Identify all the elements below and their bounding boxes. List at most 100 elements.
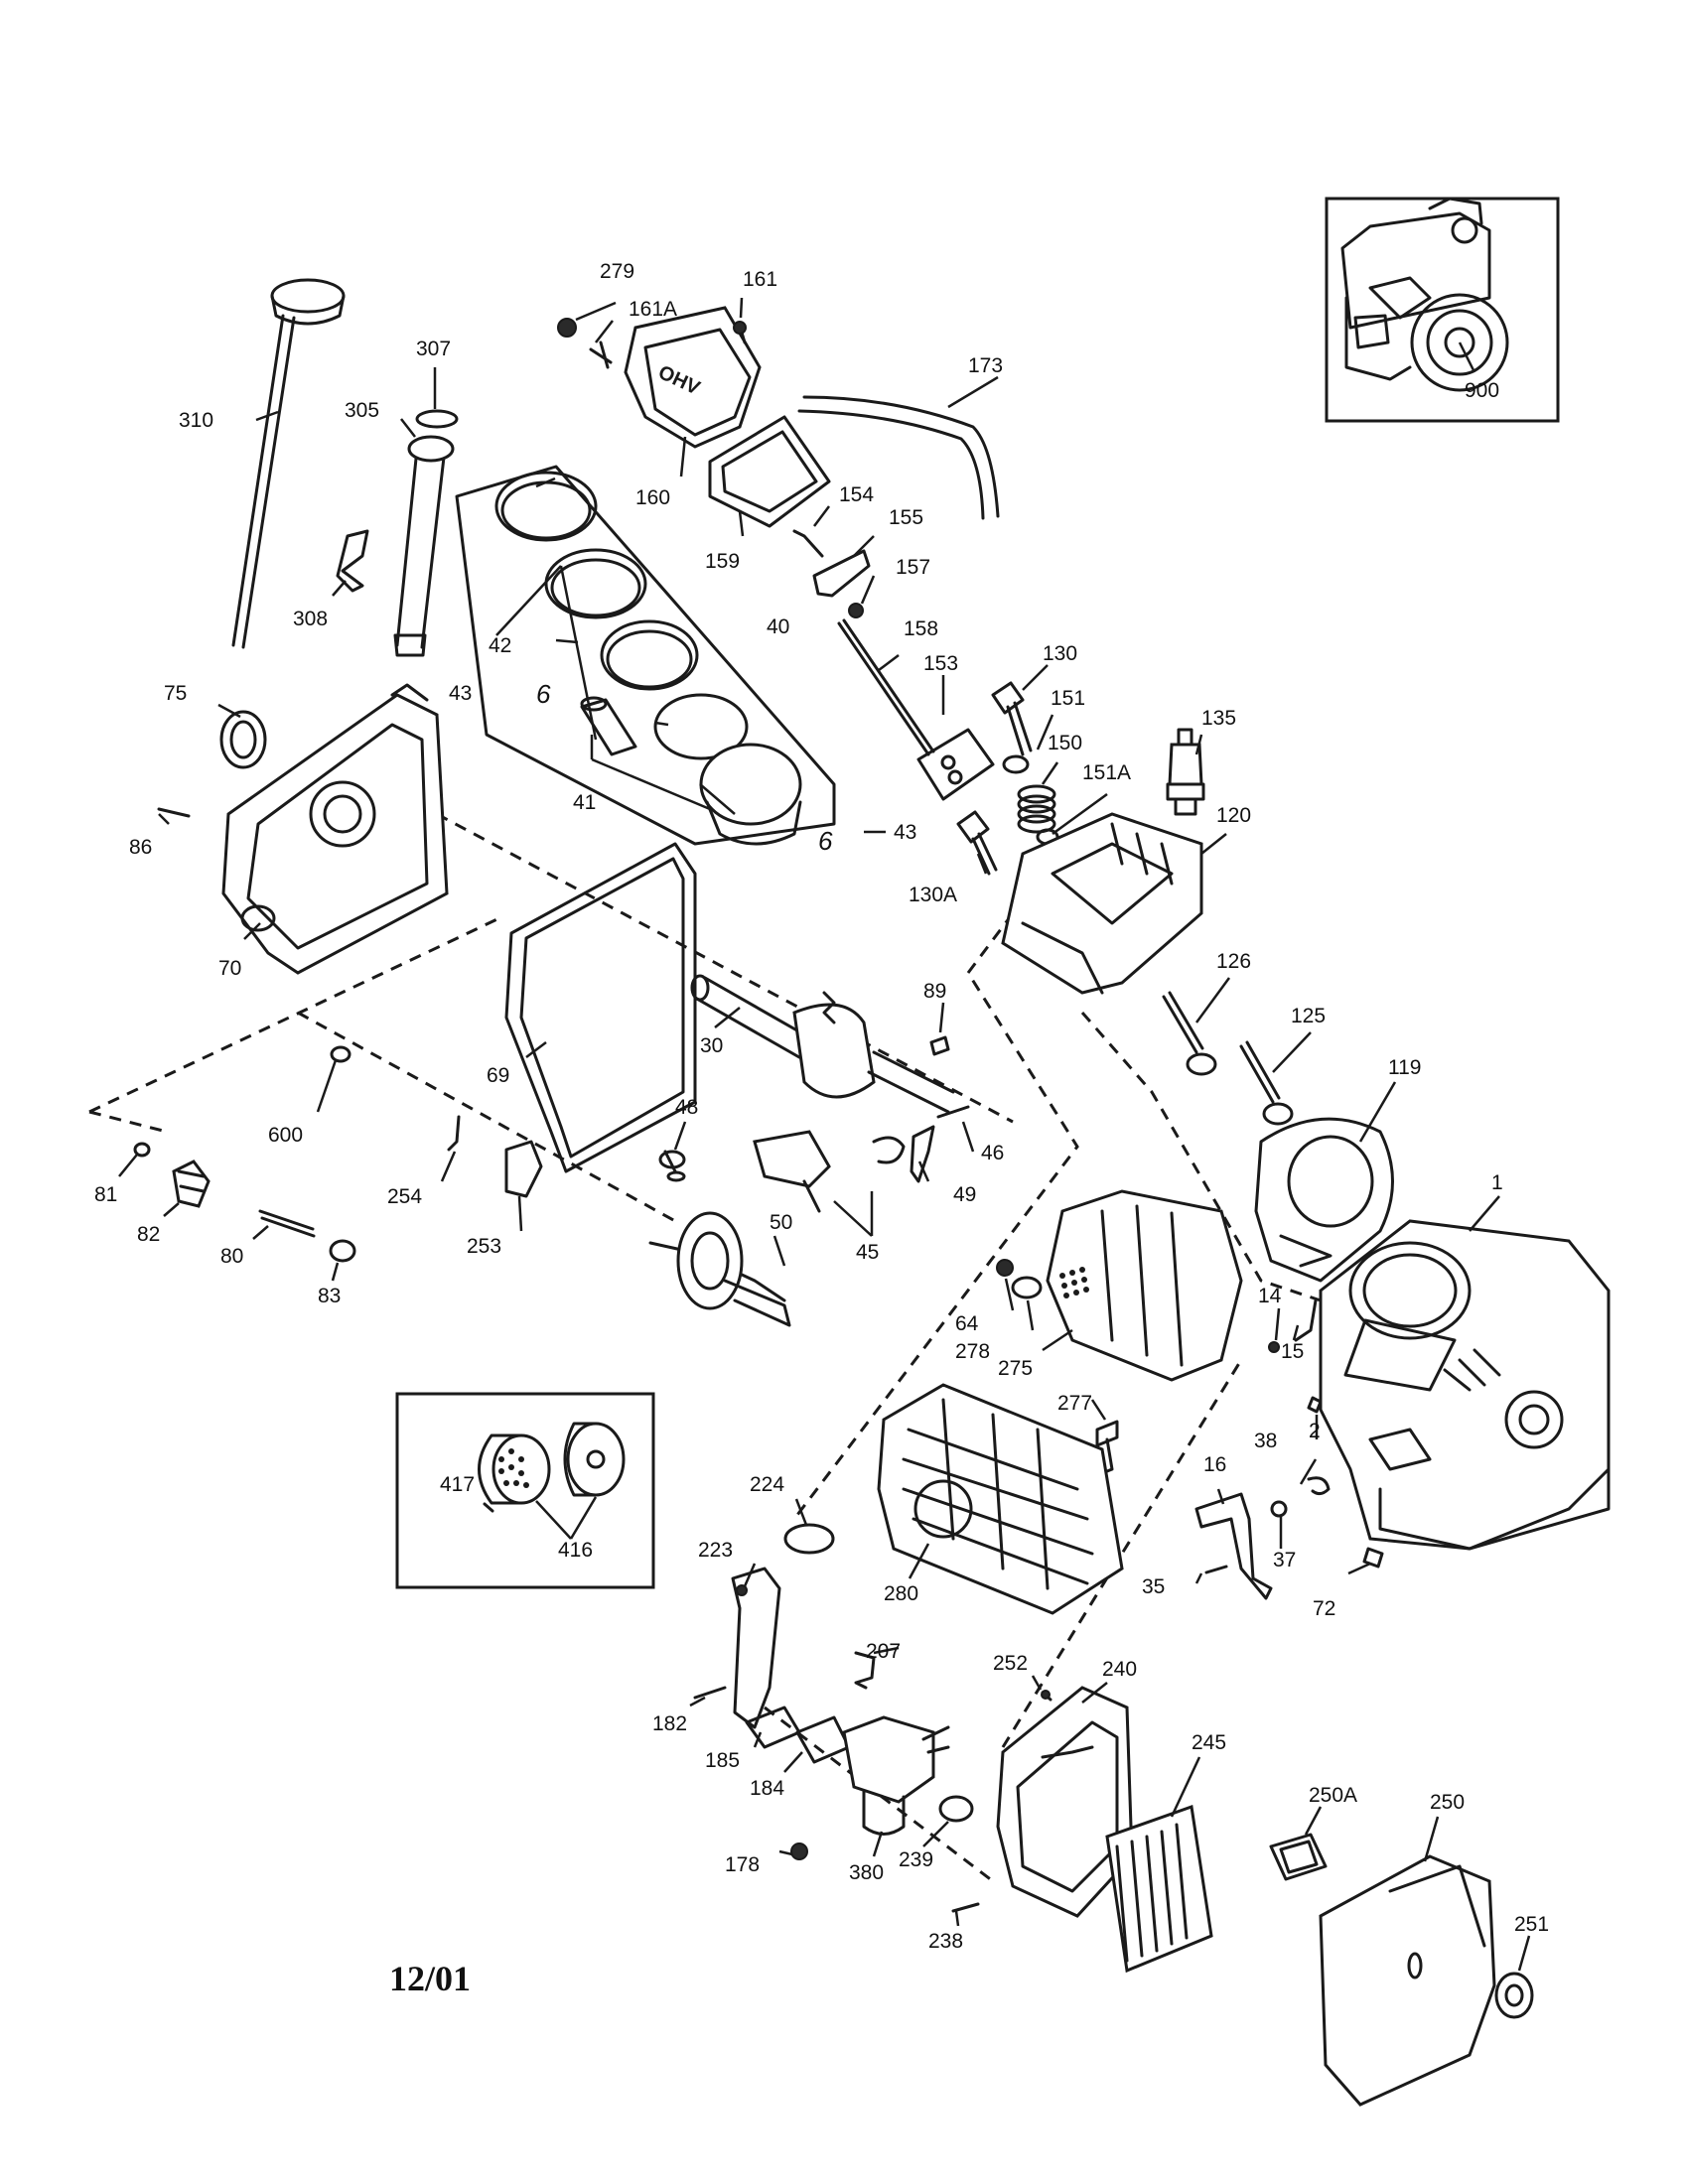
callout-900: 900 xyxy=(1465,379,1499,402)
callout-70: 70 xyxy=(218,957,241,980)
callout-253: 253 xyxy=(467,1235,501,1258)
callout-184: 184 xyxy=(750,1777,784,1800)
callout-238: 238 xyxy=(928,1930,963,1953)
valve-cover: OHV xyxy=(557,306,831,528)
leader-lines xyxy=(118,297,1531,1972)
callout-42: 42 xyxy=(489,634,511,657)
callout-83: 83 xyxy=(318,1285,341,1307)
callout-154: 154 xyxy=(839,483,874,506)
cylinder-head xyxy=(1001,812,1203,995)
ring-mark-right: 6 xyxy=(818,826,833,856)
air-filter xyxy=(1105,1804,1213,1974)
callout-135: 135 xyxy=(1201,707,1236,730)
callout-125: 125 xyxy=(1291,1005,1326,1027)
muffler xyxy=(996,1189,1243,1475)
callout-416: 416 xyxy=(558,1539,593,1562)
callout-64: 64 xyxy=(955,1312,979,1335)
callout-35: 35 xyxy=(1142,1575,1165,1598)
governor-parts xyxy=(658,1035,970,1213)
callout-15: 15 xyxy=(1281,1340,1304,1363)
dipstick xyxy=(231,278,346,649)
callout-49: 49 xyxy=(953,1183,976,1206)
callout-50: 50 xyxy=(770,1211,792,1234)
callout-45: 45 xyxy=(856,1241,879,1264)
callout-417: 417 xyxy=(440,1473,475,1496)
callout-250: 250 xyxy=(1430,1791,1465,1814)
camshaft xyxy=(648,1211,791,1327)
callout-160: 160 xyxy=(635,486,670,509)
callout-82: 82 xyxy=(137,1223,160,1246)
callout-279: 279 xyxy=(600,260,634,283)
callout-224: 224 xyxy=(750,1473,784,1496)
head-gasket xyxy=(1254,1117,1394,1283)
callout-38: 38 xyxy=(1254,1430,1277,1452)
callout-307: 307 xyxy=(416,338,451,360)
callout-240: 240 xyxy=(1102,1658,1137,1681)
callout-86: 86 xyxy=(129,836,152,859)
callout-130: 130 xyxy=(1043,642,1077,665)
callout-30: 30 xyxy=(700,1034,723,1057)
callout-280: 280 xyxy=(884,1582,918,1605)
valves xyxy=(1162,991,1294,1126)
callout-16: 16 xyxy=(1203,1453,1226,1476)
crankcase-cover xyxy=(157,683,449,975)
callout-161a: 161A xyxy=(629,298,677,321)
callout-119: 119 xyxy=(1388,1056,1421,1079)
callout-277: 277 xyxy=(1057,1392,1092,1415)
callout-72: 72 xyxy=(1313,1597,1335,1620)
callout-245: 245 xyxy=(1192,1731,1226,1754)
alignment-lines xyxy=(88,812,1322,1883)
callout-223: 223 xyxy=(698,1539,733,1562)
callout-69: 69 xyxy=(487,1064,509,1087)
callout-185: 185 xyxy=(705,1749,740,1772)
callout-278: 278 xyxy=(955,1340,990,1363)
air-cleaner-cover xyxy=(1269,1833,1534,2107)
crankshaft xyxy=(690,974,955,1114)
callout-161: 161 xyxy=(743,268,777,291)
callout-600: 600 xyxy=(268,1124,303,1147)
callout-2: 2 xyxy=(1309,1420,1321,1442)
crankcase-gasket xyxy=(504,842,697,1173)
valve-spring-group xyxy=(956,681,1059,876)
callout-250a: 250A xyxy=(1309,1784,1357,1807)
callout-380: 380 xyxy=(849,1861,884,1884)
callout-251: 251 xyxy=(1514,1913,1549,1936)
callout-151: 151 xyxy=(1051,687,1085,710)
muffler-guard xyxy=(877,1383,1124,1615)
oil-fill-tube xyxy=(336,409,459,657)
callout-310: 310 xyxy=(179,409,213,432)
callout-126: 126 xyxy=(1216,950,1251,973)
callout-239: 239 xyxy=(899,1848,933,1871)
callout-80: 80 xyxy=(220,1245,243,1268)
engine-inset-box: 900 xyxy=(1325,197,1560,423)
piston-rings-group xyxy=(455,465,836,846)
callout-150: 150 xyxy=(1048,732,1082,754)
callout-120: 120 xyxy=(1216,804,1251,827)
callout-159: 159 xyxy=(705,550,740,573)
callout-75: 75 xyxy=(164,682,187,705)
callout-252: 252 xyxy=(993,1652,1028,1675)
callout-155: 155 xyxy=(889,506,923,529)
callout-41: 41 xyxy=(573,791,596,814)
callout-153: 153 xyxy=(923,652,958,675)
small-hardware xyxy=(1194,1298,1384,1600)
callout-305: 305 xyxy=(345,399,379,422)
callout-46: 46 xyxy=(981,1142,1004,1164)
callout-130a: 130A xyxy=(909,884,957,906)
callout-37: 37 xyxy=(1273,1549,1296,1571)
air-cleaner-base xyxy=(938,1686,1134,1918)
rocker-arm-group xyxy=(792,529,995,801)
callout-151a: 151A xyxy=(1082,761,1131,784)
callout-182: 182 xyxy=(652,1712,687,1735)
air-cleaner-inset-box: 417 416 xyxy=(395,1392,655,1589)
callout-157: 157 xyxy=(896,556,930,579)
callout-207: 207 xyxy=(866,1640,901,1663)
date-code: 12/01 xyxy=(389,1959,471,1998)
callout-81: 81 xyxy=(94,1183,117,1206)
callout-275: 275 xyxy=(998,1357,1033,1380)
ring-mark-left: 6 xyxy=(536,679,551,709)
callout-1: 1 xyxy=(1491,1171,1503,1194)
engine-block xyxy=(1319,1219,1611,1551)
callout-40: 40 xyxy=(767,615,789,638)
